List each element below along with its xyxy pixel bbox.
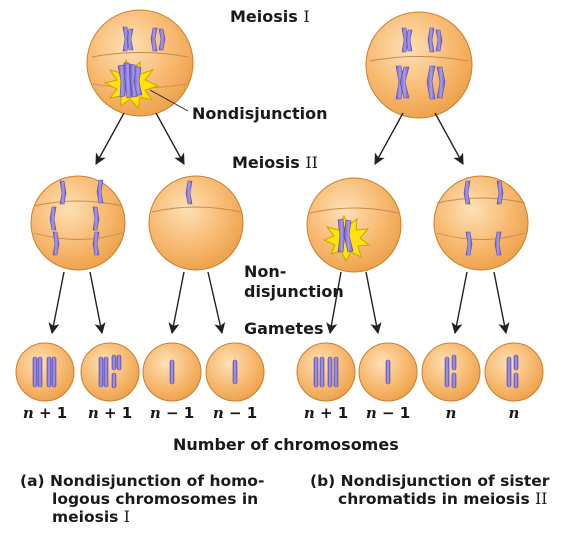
gamete-symbol-2: n xyxy=(87,404,99,422)
gamete-suffix-1: + 1 xyxy=(38,404,68,422)
chromosomes-b1 xyxy=(337,218,354,253)
caption-a-line3-prefix: meiosis xyxy=(52,508,119,526)
gamete-cell-2 xyxy=(80,342,140,402)
gamete-suffix-6: − 1 xyxy=(381,404,411,422)
parent-cell-b xyxy=(365,11,473,119)
gamete-cell-8 xyxy=(484,342,544,402)
caption-b-line2-roman: II xyxy=(535,490,548,508)
arrows-meiosis2 xyxy=(48,271,510,335)
gamete-symbol-7: n xyxy=(445,404,457,422)
number-of-chromosomes-label: Number of chromosomes xyxy=(173,435,399,454)
chromosome-pairs-b xyxy=(395,27,446,100)
gamete-label-4: n − 1 xyxy=(208,404,262,422)
chromosomes-a2 xyxy=(185,180,193,205)
gamete-suffix-4: − 1 xyxy=(228,404,258,422)
meiosis-2-label: Meiosis II xyxy=(232,153,318,172)
meiosis-1-label: Meiosis I xyxy=(230,7,310,26)
non-disjunction-line2: disjunction xyxy=(244,282,344,301)
gamete-label-8: n xyxy=(487,404,541,422)
gamete-label-2: n + 1 xyxy=(83,404,137,422)
caption-a-line1: (a) Nondisjunction of homo- xyxy=(20,472,265,490)
gamete-label-6: n − 1 xyxy=(361,404,415,422)
gamete-label-3: n − 1 xyxy=(145,404,199,422)
caption-b-line1: (b) Nondisjunction of sister xyxy=(310,472,550,490)
caption-b-line2: chromatids in meiosis II xyxy=(310,490,549,508)
gametes-label: Gametes xyxy=(244,319,324,338)
arrows-meiosis1 xyxy=(95,112,464,165)
meiosis2-cell-a1 xyxy=(30,175,126,271)
chromosomes-a1 xyxy=(49,179,104,256)
gamete-suffix-5: + 1 xyxy=(319,404,349,422)
gamete-cell-1 xyxy=(15,342,75,402)
gamete-symbol-6: n xyxy=(365,404,377,422)
gamete-symbol-3: n xyxy=(149,404,161,422)
chromosome-pair-a-top xyxy=(122,26,166,52)
nondisjunction-leader xyxy=(149,89,189,112)
gamete-cell-5 xyxy=(296,342,356,402)
nondisjunction-label: Nondisjunction xyxy=(192,104,328,123)
gamete-label-5: n + 1 xyxy=(299,404,353,422)
gamete-symbol-8: n xyxy=(508,404,520,422)
gamete-cells xyxy=(15,342,544,402)
gamete-symbol-1: n xyxy=(22,404,34,422)
meiosis-2-roman: II xyxy=(305,153,318,172)
meiosis2-cell-b2 xyxy=(433,175,529,271)
gamete-suffix-2: + 1 xyxy=(103,404,133,422)
gamete-symbol-4: n xyxy=(212,404,224,422)
gamete-cell-7 xyxy=(421,342,481,402)
gamete-label-7: n xyxy=(424,404,478,422)
caption-a: (a) Nondisjunction of homo- logous chrom… xyxy=(20,472,264,526)
gamete-suffix-3: − 1 xyxy=(165,404,195,422)
caption-a-line3-roman: I xyxy=(123,508,130,526)
non-disjunction-label: Non- disjunction xyxy=(244,262,344,302)
chromosome-cluster-a xyxy=(117,62,143,99)
caption-a-line2: logous chromosomes in xyxy=(52,490,259,508)
caption-b-line2-prefix: chromatids in meiosis xyxy=(338,490,530,508)
chromosomes-b2 xyxy=(463,180,504,256)
meiosis-1-roman: I xyxy=(303,7,310,26)
non-disjunction-line1: Non- xyxy=(244,262,287,281)
caption-a-line3: meiosis I xyxy=(20,508,264,526)
gamete-symbol-5: n xyxy=(303,404,315,422)
meiosis-2-prefix: Meiosis xyxy=(232,153,300,172)
meiosis2-cell-a2 xyxy=(148,175,244,271)
gamete-chromosomes xyxy=(32,354,519,389)
meiosis-1-prefix: Meiosis xyxy=(230,7,298,26)
gamete-label-1: n + 1 xyxy=(18,404,72,422)
caption-b: (b) Nondisjunction of sister chromatids … xyxy=(310,472,549,508)
